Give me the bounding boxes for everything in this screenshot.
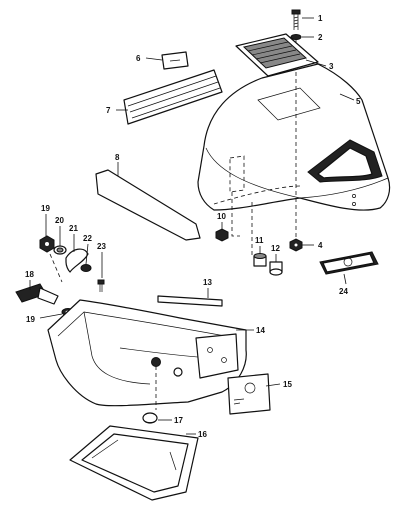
callout-22: 22 [83, 234, 92, 243]
callout-23: 23 [97, 242, 106, 251]
callout-5: 5 [356, 97, 361, 106]
part-label-small [161, 51, 189, 70]
part-stud [269, 261, 283, 276]
part-nut-10 [215, 228, 229, 242]
part-base-gasket [69, 425, 199, 501]
part-seal-strip [95, 169, 201, 241]
callout-2: 2 [318, 33, 323, 42]
part-decal-strip [123, 69, 223, 125]
callout-16: 16 [198, 430, 207, 439]
callout-labels: 1 2 3 4 5 6 7 8 10 11 12 13 14 15 16 17 … [25, 14, 361, 439]
callout-6: 6 [136, 54, 141, 63]
part-screw [291, 9, 301, 30]
callout-15: 15 [283, 380, 292, 389]
callout-14: 14 [256, 326, 265, 335]
callout-3: 3 [329, 62, 334, 71]
callout-4: 4 [318, 241, 323, 250]
callout-18: 18 [25, 270, 34, 279]
part-top-cover [235, 33, 319, 77]
callout-11: 11 [255, 236, 264, 245]
part-nut-4 [289, 238, 303, 252]
part-rod [157, 295, 223, 307]
callout-24: 24 [339, 287, 348, 296]
part-bottom-pan [47, 299, 247, 410]
callout-20: 20 [55, 216, 64, 225]
callout-19-upper: 19 [41, 204, 50, 213]
part-engine-cover [197, 63, 391, 211]
callout-13: 13 [203, 278, 212, 287]
part-hardware-cluster [39, 235, 105, 292]
part-lever [15, 283, 59, 305]
part-plate [227, 373, 271, 415]
callout-7: 7 [106, 106, 111, 115]
leader-lines [29, 17, 355, 435]
callout-8: 8 [115, 153, 120, 162]
part-grommet [253, 253, 267, 267]
part-nameplate [319, 251, 379, 275]
callout-17: 17 [174, 416, 183, 425]
part-washer [290, 34, 302, 40]
callout-1: 1 [318, 14, 323, 23]
part-plug [142, 412, 158, 424]
callout-12: 12 [271, 244, 280, 253]
callout-10: 10 [217, 212, 226, 221]
callout-21: 21 [69, 224, 78, 233]
callout-19-lower: 19 [26, 315, 35, 324]
